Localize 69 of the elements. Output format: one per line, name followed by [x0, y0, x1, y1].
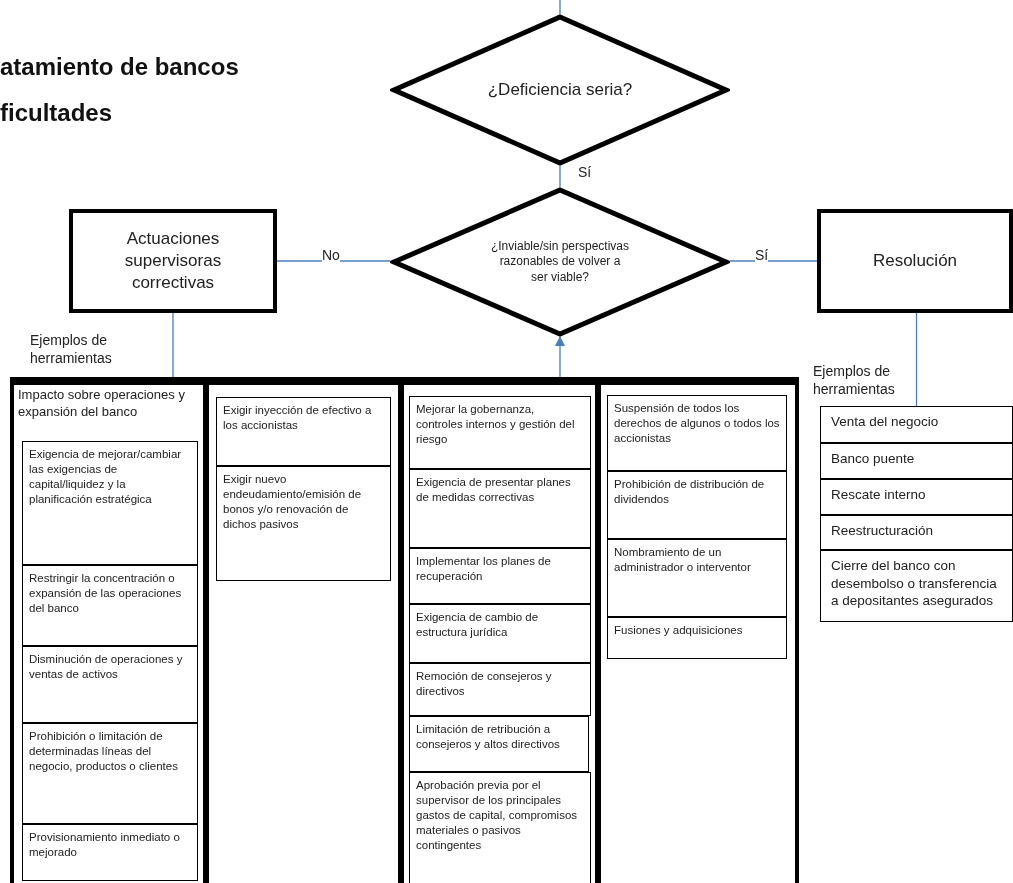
box-label: Limitación de retribución a consejeros y altos directivos — [416, 722, 561, 752]
tool-box — [607, 395, 787, 471]
box-label: Prohibición o limitación de determinadas líneas del negocio, productos o clientes — [29, 729, 179, 774]
tool-column — [400, 381, 599, 883]
box-label: Cierre del banco con desembolso o transferencia a depositantes asegurados — [831, 557, 998, 610]
tool-box — [216, 397, 391, 466]
box-label: Exigir inyección de efectivo a los accionistas — [223, 403, 373, 433]
box-label: Restringir la concentración o expansión de las operaciones del banco — [29, 571, 183, 616]
tool-box — [820, 443, 1013, 479]
box-label: Rescate interno — [831, 486, 927, 504]
tool-box — [409, 604, 591, 663]
tool-box — [820, 550, 1013, 622]
tool-box — [216, 466, 391, 581]
process-box — [69, 209, 277, 313]
box-label: Mejorar la gobernanza, controles internos y gestión del riesgo — [416, 402, 576, 447]
box-label: Provisionamiento inmediato o mejorado — [29, 830, 181, 860]
tool-box — [22, 441, 198, 565]
tool-box — [820, 479, 1013, 515]
chart-title: atamiento de bancos ficultades — [0, 52, 240, 128]
tool-box — [409, 469, 591, 548]
tool-box — [607, 617, 787, 659]
panel-top-rule — [10, 377, 799, 883]
connector-line — [559, 165, 561, 188]
connector-line — [172, 312, 174, 378]
box-label: Banco puente — [831, 450, 916, 468]
tool-box — [409, 396, 591, 469]
box-label: Nombramiento de un administrador o interventor — [614, 545, 752, 575]
tool-box — [607, 539, 787, 617]
connector-line — [276, 260, 391, 262]
tool-box — [820, 515, 1013, 550]
tool-box — [22, 824, 198, 881]
connector-line — [729, 260, 818, 262]
tool-box — [22, 723, 198, 824]
tool-column — [205, 381, 402, 883]
tool-column — [10, 381, 207, 883]
column-heading: Impacto sobre operaciones y expansión del banco — [18, 387, 186, 421]
connector-line — [915, 312, 918, 407]
tool-box — [22, 565, 198, 646]
decision-text: ¿Inviable/sin perspectivas razonables de volver a ser viable? — [490, 238, 630, 286]
box-label: Prohibición de distribución de dividendos — [614, 477, 766, 507]
box-label: Aprobación previa por el supervisor de los principales gastos de capital, compromisos materiales o pasivos contingentes — [416, 778, 579, 853]
box-label: Suspensión de todos los derechos de algunos o todos los accionistas — [614, 401, 780, 446]
box-label: Fusiones y adquisiciones — [614, 623, 744, 638]
decision-diamond — [390, 187, 730, 337]
box-label: Disminución de operaciones y ventas de activos — [29, 652, 184, 682]
decision-diamond — [390, 14, 730, 166]
box-label: Exigencia de mejorar/cambiar las exigencias de capital/liquidez y la planificación estratégica — [29, 447, 183, 507]
tool-box — [820, 406, 1013, 443]
box-label: Remoción de consejeros y directivos — [416, 669, 553, 699]
tool-box — [409, 716, 589, 772]
box-label: Reestructuración — [831, 522, 935, 540]
box-label: Exigencia de cambio de estructura jurídica — [416, 610, 540, 640]
edge-label: Sí — [755, 246, 769, 264]
tool-box — [409, 663, 591, 716]
box-label: Exigir nuevo endeudamiento/emisión de bonos y/o renovación de dichos pasivos — [223, 472, 363, 532]
box-label: Exigencia de presentar planes de medidas correctivas — [416, 475, 572, 505]
box-label: Venta del negocio — [831, 413, 940, 431]
tool-column — [597, 381, 799, 883]
box-label: Implementar los planes de recuperación — [416, 554, 552, 584]
tool-box — [409, 548, 591, 604]
tool-box — [607, 471, 787, 539]
connector-line — [559, 0, 561, 15]
arrow — [554, 335, 566, 378]
box-label: Actuaciones supervisoras correctivas — [123, 227, 223, 295]
tool-box — [409, 772, 591, 883]
process-box — [817, 209, 1013, 313]
tool-box — [22, 646, 198, 723]
decision-text: ¿Deficiencia seria? — [486, 78, 634, 101]
box-label: Resolución — [871, 249, 959, 272]
